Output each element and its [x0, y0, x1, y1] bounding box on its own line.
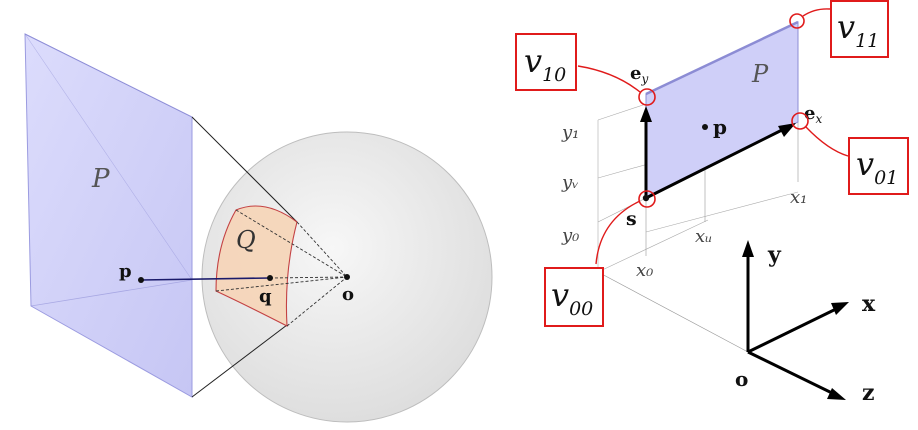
dashed-ray-3	[235, 209, 348, 278]
plane-label-right: P	[751, 60, 769, 88]
vector-ex-head	[778, 123, 796, 137]
floor-line-3	[645, 191, 799, 233]
callout-ring-v00	[638, 190, 656, 208]
axis-z-head	[827, 388, 846, 400]
origin-marker	[344, 274, 350, 280]
axis-y-label: y	[767, 242, 782, 268]
dashed-ray-2	[286, 276, 348, 327]
projection-plane	[24, 33, 193, 398]
svg-text:v00: v00	[551, 276, 593, 320]
origin-label-left: o	[342, 284, 354, 305]
axis-z-line	[747, 350, 833, 395]
callout-ring-v11	[789, 13, 805, 29]
ray-p-to-q	[140, 277, 271, 281]
point-q-marker	[267, 275, 273, 281]
tick-y0-label: y₀	[561, 225, 579, 246]
vector-ey-head	[640, 106, 652, 122]
ex-label: ex	[804, 103, 822, 126]
tick-yv-label: yᵥ	[561, 172, 579, 193]
ey-label: ey	[630, 63, 648, 86]
svg-text:v01: v01	[856, 145, 898, 189]
point-p-marker	[138, 277, 144, 283]
callout-ring-v10	[638, 88, 656, 106]
plane-label-left: P	[91, 164, 110, 194]
point-p-right-marker	[702, 124, 708, 130]
dashed-ray-q	[269, 276, 348, 279]
callout-box-v01: v01	[848, 137, 909, 195]
leader-v10	[577, 65, 641, 93]
leader-v01	[805, 126, 849, 157]
callout-box-v11: v11	[830, 0, 889, 58]
tick-xu-label: xᵤ	[695, 226, 712, 247]
callout-box-v10: v10	[515, 33, 577, 91]
plane-hidden-edge-2	[24, 33, 193, 281]
axis-x-label: x	[862, 291, 876, 317]
vector-ex	[645, 127, 785, 200]
svg-text:v11: v11	[837, 8, 879, 52]
frustum-edge-top	[191, 116, 298, 223]
svg-text:v10: v10	[524, 42, 566, 86]
frustum-edge-bottom	[191, 324, 288, 398]
tick-x1-label: x₁	[790, 187, 807, 208]
point-p-right-label: p	[713, 115, 727, 139]
origin-label-right: o	[735, 367, 748, 391]
axis-x-line	[747, 307, 837, 354]
floor-line-1	[597, 271, 749, 353]
axis-z-label: z	[862, 380, 875, 406]
callout-ring-v01	[791, 112, 809, 130]
image-plane	[645, 21, 799, 199]
grid-y1	[597, 103, 647, 121]
dashed-ray-4	[215, 276, 348, 292]
plane-diagonal	[24, 33, 193, 118]
patch-label: Q	[236, 226, 256, 254]
left-figure: P Q p q o	[24, 33, 493, 423]
leader-v11	[802, 8, 831, 17]
axis-y-head	[742, 240, 754, 257]
point-s-marker	[642, 194, 650, 202]
leader-v00	[595, 200, 641, 265]
floor-line-2	[597, 219, 709, 273]
tick-x0-label: x₀	[636, 260, 653, 281]
tick-y1-label: y₁	[561, 122, 579, 143]
image-plane-top-edge	[645, 20, 799, 96]
callout-box-v00: v00	[544, 267, 604, 327]
axis-x-head	[831, 302, 849, 315]
right-figure: P p s ey ex y₁ yᵥ y₀ x₀ xᵤ x₁ y x z o	[515, 0, 909, 406]
point-q-label: q	[259, 286, 272, 307]
plane-hidden-edge	[30, 279, 193, 307]
dashed-ray-1	[296, 221, 348, 278]
point-p-label: p	[119, 261, 132, 282]
point-s-label: s	[626, 208, 637, 230]
